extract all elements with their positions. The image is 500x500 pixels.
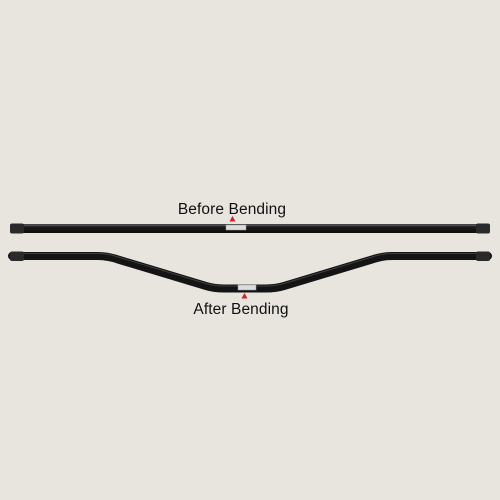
before-bending-label: Before Bending — [177, 201, 287, 218]
before-marker-icon — [229, 216, 236, 222]
after-marker-icon — [241, 293, 248, 299]
bent-tube-end-left — [10, 251, 24, 261]
bent-tube — [8, 251, 492, 293]
tube-end-right — [476, 223, 490, 234]
straight-tube — [10, 223, 490, 234]
tube-end-left — [10, 223, 24, 234]
after-bending-label: After Bending — [193, 301, 289, 318]
bent-tube-sticker — [237, 284, 257, 291]
tube-sticker — [225, 224, 247, 231]
bent-tube-end-right — [476, 251, 490, 261]
